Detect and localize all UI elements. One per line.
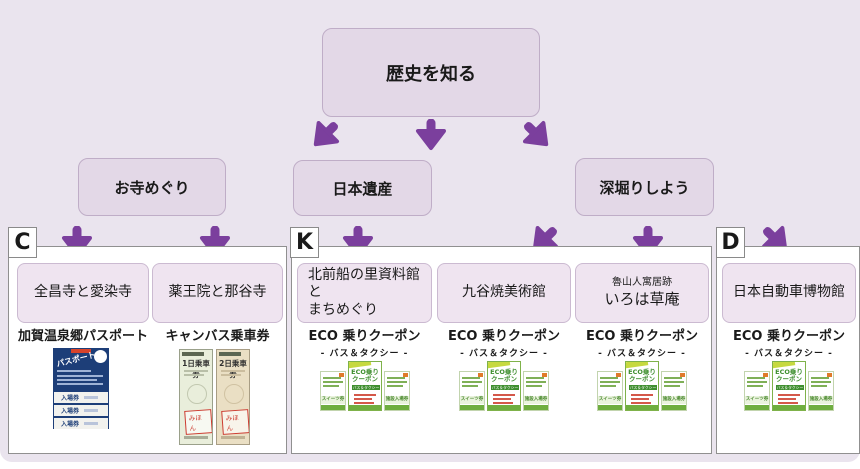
ticket-sub-eco: - バス＆タクシー - bbox=[598, 349, 686, 359]
panel-k: 北前船の里資料館と まちめぐり 九谷焼美術館 魯山人寓居跡 いろは草庵 ECO … bbox=[291, 246, 712, 454]
mihon-stamp: みほん bbox=[221, 409, 249, 435]
ticket-sub-eco: - バス＆タクシー - bbox=[460, 349, 548, 359]
eco-admission-ticket-thumbnail: 施設入場券 bbox=[523, 371, 549, 411]
eco-coupon-ticket-thumbnail: ECO乗りクーポン バス＆タクシー bbox=[625, 361, 659, 411]
arrow-down-icon bbox=[414, 119, 448, 151]
ticket-sub-eco: - バス＆タクシー - bbox=[745, 349, 833, 359]
eco-sweets-ticket-thumbnail: スイーツ券 bbox=[597, 371, 623, 411]
coupon-tag-icon bbox=[680, 373, 685, 377]
ticket-title-eco: ECO 乗りクーポン bbox=[308, 329, 421, 344]
arrow-down-left-icon bbox=[302, 112, 349, 159]
kaga-passport-thumbnail: パスポート 入場券 入場券 入場券 bbox=[53, 348, 109, 429]
coupon-tag-icon bbox=[763, 373, 768, 377]
eco-coupon-image: スイーツ券 ECO乗りクーポン バス＆タクシー 施設入場券 bbox=[742, 359, 836, 411]
branch-japan-heritage-box: 日本遺産 bbox=[293, 160, 432, 216]
bus-taxi-band: バス＆タクシー bbox=[491, 385, 519, 390]
branch-dig-deeper-box: 深堀りしよう bbox=[575, 158, 714, 216]
ticket-title-kaga-passport: 加賀温泉郷パスポート bbox=[17, 329, 148, 344]
bus-taxi-band: バス＆タクシー bbox=[629, 385, 657, 390]
bus-taxi-band: バス＆タクシー bbox=[352, 385, 380, 390]
mihon-stamp: みほん bbox=[184, 409, 212, 435]
eco-coupon-image: スイーツ券 ECO乗りクーポン バス＆タクシー 施設入場券 bbox=[457, 359, 551, 411]
ticket-title-eco: ECO 乗りクーポン bbox=[733, 329, 845, 344]
eco-coupon-image: スイーツ券 ECO乗りクーポン バス＆タクシー 施設入場券 bbox=[595, 359, 689, 411]
ticket-title-eco: ECO 乗りクーポン bbox=[586, 329, 698, 344]
eco-sweets-ticket-thumbnail: スイーツ券 bbox=[744, 371, 770, 411]
arrow-down-right-icon bbox=[514, 112, 561, 159]
panel-d: 日本自動車博物館 ECO 乗りクーポン - バス＆タクシー - スイーツ券 EC… bbox=[716, 246, 860, 454]
flow-root-box: 歴史を知る bbox=[322, 28, 540, 117]
sweets-ticket-label: スイーツ券 bbox=[460, 396, 484, 404]
eco-admission-ticket-thumbnail: 施設入場券 bbox=[661, 371, 687, 411]
eco-sweets-ticket-thumbnail: スイーツ券 bbox=[459, 371, 485, 411]
coupon-tag-icon bbox=[478, 373, 483, 377]
destination-kutani-museum-box: 九谷焼美術館 bbox=[437, 263, 571, 323]
panel-c: 全昌寺と愛染寺 薬王院と那谷寺 加賀温泉郷パスポート キャンバス乗車券 パスポー… bbox=[8, 246, 287, 454]
eco-sweets-ticket-thumbnail: スイーツ券 bbox=[320, 371, 346, 411]
coupon-tag-icon bbox=[339, 373, 344, 377]
coupon-tag-icon bbox=[403, 373, 408, 377]
destination-yakuoin-natadera-box: 薬王院と那谷寺 bbox=[152, 263, 283, 323]
ticket-title-eco: ECO 乗りクーポン bbox=[448, 329, 560, 344]
admission-ticket-label: 施設入場券 bbox=[524, 396, 548, 404]
sweets-ticket-label: スイーツ券 bbox=[598, 396, 622, 404]
eco-coupon-ticket-thumbnail: ECO乗りクーポン バス＆タクシー bbox=[772, 361, 806, 411]
branch-temple-tour-box: お寺めぐり bbox=[78, 158, 226, 216]
admission-ticket-label: 施設入場券 bbox=[809, 396, 833, 404]
eco-admission-ticket-thumbnail: 施設入場券 bbox=[384, 371, 410, 411]
eco-coupon-ticket-thumbnail: ECO乗りクーポン バス＆タクシー bbox=[348, 361, 382, 411]
coupon-tag-icon bbox=[616, 373, 621, 377]
coupon-tag-icon bbox=[827, 373, 832, 377]
flow-root-label: 歴史を知る bbox=[386, 63, 476, 85]
destination-kitamaebune-box: 北前船の里資料館と まちめぐり bbox=[297, 263, 432, 323]
bus-taxi-band: バス＆タクシー bbox=[776, 385, 804, 390]
ticket-sub-eco: - バス＆タクシー - bbox=[320, 349, 409, 359]
canbus-2day-ticket: 2日乗車券 みほん bbox=[216, 349, 250, 445]
destination-motorcar-museum-box: 日本自動車博物館 bbox=[722, 263, 856, 323]
admission-ticket-label: 施設入場券 bbox=[385, 396, 409, 404]
admission-ticket-label: 施設入場券 bbox=[662, 396, 686, 404]
tag-label-c: C bbox=[8, 227, 37, 258]
tag-label-k: K bbox=[290, 227, 319, 258]
coupon-tag-icon bbox=[542, 373, 547, 377]
passport-circle-icon bbox=[94, 350, 107, 363]
sweets-ticket-label: スイーツ券 bbox=[745, 396, 769, 404]
eco-coupon-image: スイーツ券 ECO乗りクーポン バス＆タクシー 施設入場券 bbox=[318, 359, 412, 411]
sweets-ticket-label: スイーツ券 bbox=[321, 396, 345, 404]
canbus-tickets-thumbnail: 1日乗車券 みほん 2日乗車券 みほん bbox=[179, 349, 253, 445]
eco-admission-ticket-thumbnail: 施設入場券 bbox=[808, 371, 834, 411]
canbus-1day-ticket: 1日乗車券 みほん bbox=[179, 349, 213, 445]
eco-coupon-ticket-thumbnail: ECO乗りクーポン バス＆タクシー bbox=[487, 361, 521, 411]
ticket-title-canbus: キャンバス乗車券 bbox=[165, 329, 270, 344]
destination-zenshoji-aizenji-box: 全昌寺と愛染寺 bbox=[17, 263, 149, 323]
passport-red-tag bbox=[71, 349, 91, 353]
destination-iroha-soan-box: 魯山人寓居跡 いろは草庵 bbox=[575, 263, 709, 323]
tag-label-d: D bbox=[716, 227, 745, 258]
